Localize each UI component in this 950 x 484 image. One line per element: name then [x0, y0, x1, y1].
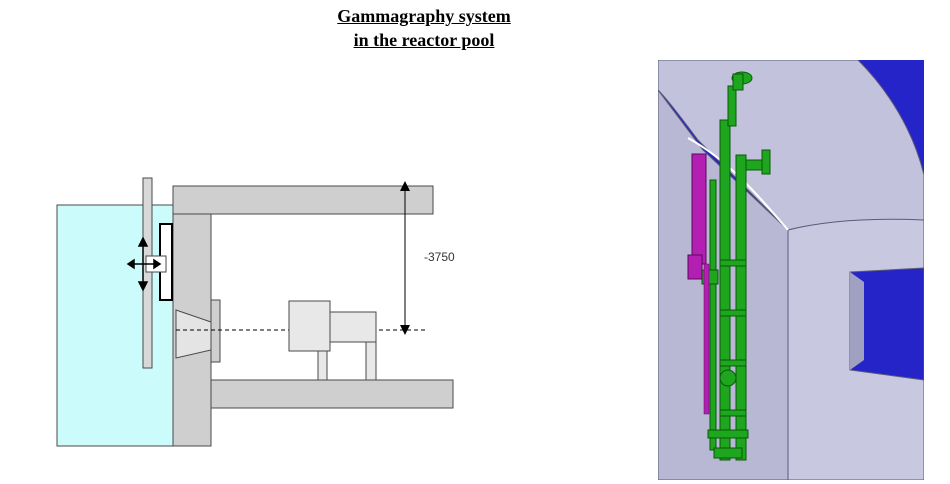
title-line-1: Gammagraphy system — [337, 6, 511, 26]
dimension-label: -3750 — [424, 250, 455, 264]
title-line-2: in the reactor pool — [353, 30, 495, 50]
block-opening-side — [850, 272, 864, 370]
diagram-title: Gammagraphy system in the reactor pool — [300, 4, 548, 52]
actuator-rod — [703, 263, 710, 415]
pool-cross-section-schematic: -3750 — [56, 177, 455, 447]
pool-water — [56, 204, 176, 447]
manipulation-arrows-icon — [126, 236, 162, 292]
lower-concrete-slab — [210, 379, 454, 409]
port-flange — [210, 299, 221, 363]
vertical-mast — [142, 177, 153, 369]
detector-body — [329, 311, 377, 343]
detector-head — [288, 300, 331, 352]
upper-concrete-slab — [172, 185, 434, 215]
detector-leg-right — [365, 341, 377, 381]
manipulator-frame — [701, 71, 771, 461]
actuator-cylinder — [691, 153, 707, 265]
detector-leg-left — [317, 350, 328, 381]
pool-3d-render — [658, 60, 924, 480]
actuator-clamp — [687, 254, 703, 280]
